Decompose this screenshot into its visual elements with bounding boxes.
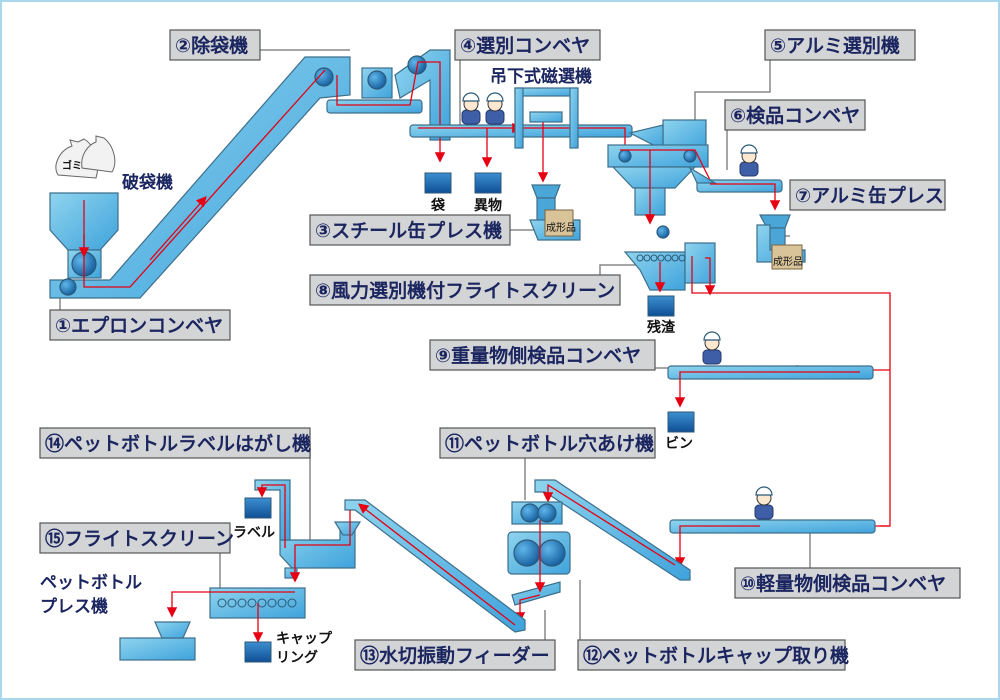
svg-text:⑪ペットボトル穴あけ機: ⑪ペットボトル穴あけ機: [445, 432, 654, 455]
label-label-remover: ⑭ペットボトルラベルはがし機: [39, 427, 311, 459]
garbage-bag-icon: ゴミ: [55, 135, 116, 179]
svg-text:③スチール缶プレス機: ③スチール缶プレス機: [315, 219, 502, 242]
svg-text:①エプロンコンベヤ: ①エプロンコンベヤ: [55, 314, 223, 337]
label-steel-can-press: ③スチール缶プレス機: [309, 214, 511, 246]
bottle-press-text: プレス機: [40, 596, 108, 617]
dewatering-feeder: [344, 499, 526, 633]
apron-conveyor: [49, 56, 351, 299]
svg-text:⑫ペットボトルキャップ取り機: ⑫ペットボトルキャップ取り機: [583, 644, 849, 667]
aluminium-can-press: 成形品: [756, 214, 806, 270]
svg-text:④選別コンベヤ: ④選別コンベヤ: [460, 35, 590, 57]
glass-bottle-text: ビン: [665, 436, 693, 452]
label-cap-removal: ⑫ペットボトルキャップ取り機: [577, 639, 849, 671]
label-wind-sorter: ⑧風力選別機付フライトスクリーン: [309, 274, 621, 306]
garbage-text: ゴミ: [62, 159, 82, 172]
magnet-text: 吊下式磁選機: [490, 66, 592, 87]
svg-text:⑮フライトスクリーン: ⑮フライトスクリーン: [45, 527, 234, 550]
label-bag-remover: ②除袋機: [169, 29, 261, 61]
label-apron-conveyor: ①エプロンコンベヤ: [49, 309, 231, 341]
flight-screen: [166, 587, 306, 663]
heavy-side-conveyor: [667, 331, 874, 433]
bag-removal-machine: [326, 49, 451, 163]
svg-text:⑩軽量物側検品コンベヤ: ⑩軽量物側検品コンベヤ: [740, 572, 946, 595]
suspended-magnet: [514, 87, 579, 149]
inspection-conveyor: [688, 144, 783, 211]
label-dewatering-feeder: ⑬水切振動フィーダー: [354, 639, 556, 671]
svg-text:⑦アルミ缶プレス: ⑦アルミ缶プレス: [795, 184, 944, 207]
label-aluminium-separator: ⑤アルミ選別機: [764, 29, 916, 61]
molded-product-text: 成形品: [546, 222, 576, 234]
foreign-matter-text: 異物: [474, 197, 502, 214]
bag-breaker-text: 破袋機: [122, 172, 173, 193]
label-waste-text: ラベル: [233, 525, 275, 541]
label-sorting-conveyor: ④選別コンベヤ: [454, 29, 601, 61]
worker-icon: [461, 92, 505, 125]
svg-text:⑧風力選別機付フライトスクリーン: ⑧風力選別機付フライトスクリーン: [315, 279, 615, 302]
cap-text: キャップ: [276, 631, 333, 647]
label-flight-screen: ⑮フライトスクリーン: [39, 522, 234, 554]
steel-can-press: 成形品: [529, 184, 581, 241]
bottle-punch-machine: [507, 501, 571, 623]
collection-bin-icon: [667, 411, 695, 433]
svg-text:⑭ペットボトルラベルはがし機: ⑭ペットボトルラベルはがし機: [45, 432, 311, 455]
svg-text:⑤アルミ選別機: ⑤アルミ選別機: [770, 34, 900, 57]
svg-text:⑥検品コンベヤ: ⑥検品コンベヤ: [730, 104, 860, 127]
residue-text: 残渣: [647, 319, 676, 336]
bottle-press-text: ペットボトル: [40, 573, 142, 593]
label-bottle-punch: ⑪ペットボトル穴あけ機: [439, 427, 656, 459]
label-aluminium-can-press: ⑦アルミ缶プレス: [789, 179, 946, 211]
svg-text:⑨重量物側検品コンベヤ: ⑨重量物側検品コンベヤ: [435, 344, 641, 367]
label-removal-machine: [244, 479, 362, 583]
svg-text:②除袋機: ②除袋機: [175, 34, 248, 57]
label-inspection-conveyor: ⑥検品コンベヤ: [724, 99, 866, 131]
bottle-incline-conveyor: [534, 479, 691, 581]
molded-product-text: 成形品: [773, 256, 803, 268]
ring-text: リング: [276, 649, 318, 666]
collection-bin-icon: [244, 641, 272, 663]
bottle-press-machine: [119, 621, 196, 661]
bag-text: 袋: [430, 197, 446, 214]
plain-labels: 破袋機 吊下式磁選機 袋 異物 残渣 ビン ラベル キャップ リング ペットボト…: [40, 66, 693, 666]
aluminium-separator: [607, 119, 711, 225]
light-side-conveyor: [669, 486, 876, 568]
collection-bin-icon: [647, 295, 675, 317]
collection-bin-icon: [424, 172, 502, 194]
svg-text:⑬水切振動フィーダー: ⑬水切振動フィーダー: [360, 644, 550, 667]
label-light-side-conveyor: ⑩軽量物側検品コンベヤ: [734, 567, 961, 599]
process-labels: ①エプロンコンベヤ ②除袋機 ③スチール缶プレス機 ④選別コンベヤ ⑤アルミ選別…: [39, 29, 961, 671]
collection-bin-icon: [244, 497, 272, 519]
label-heavy-side-conveyor: ⑨重量物側検品コンベヤ: [429, 339, 656, 371]
